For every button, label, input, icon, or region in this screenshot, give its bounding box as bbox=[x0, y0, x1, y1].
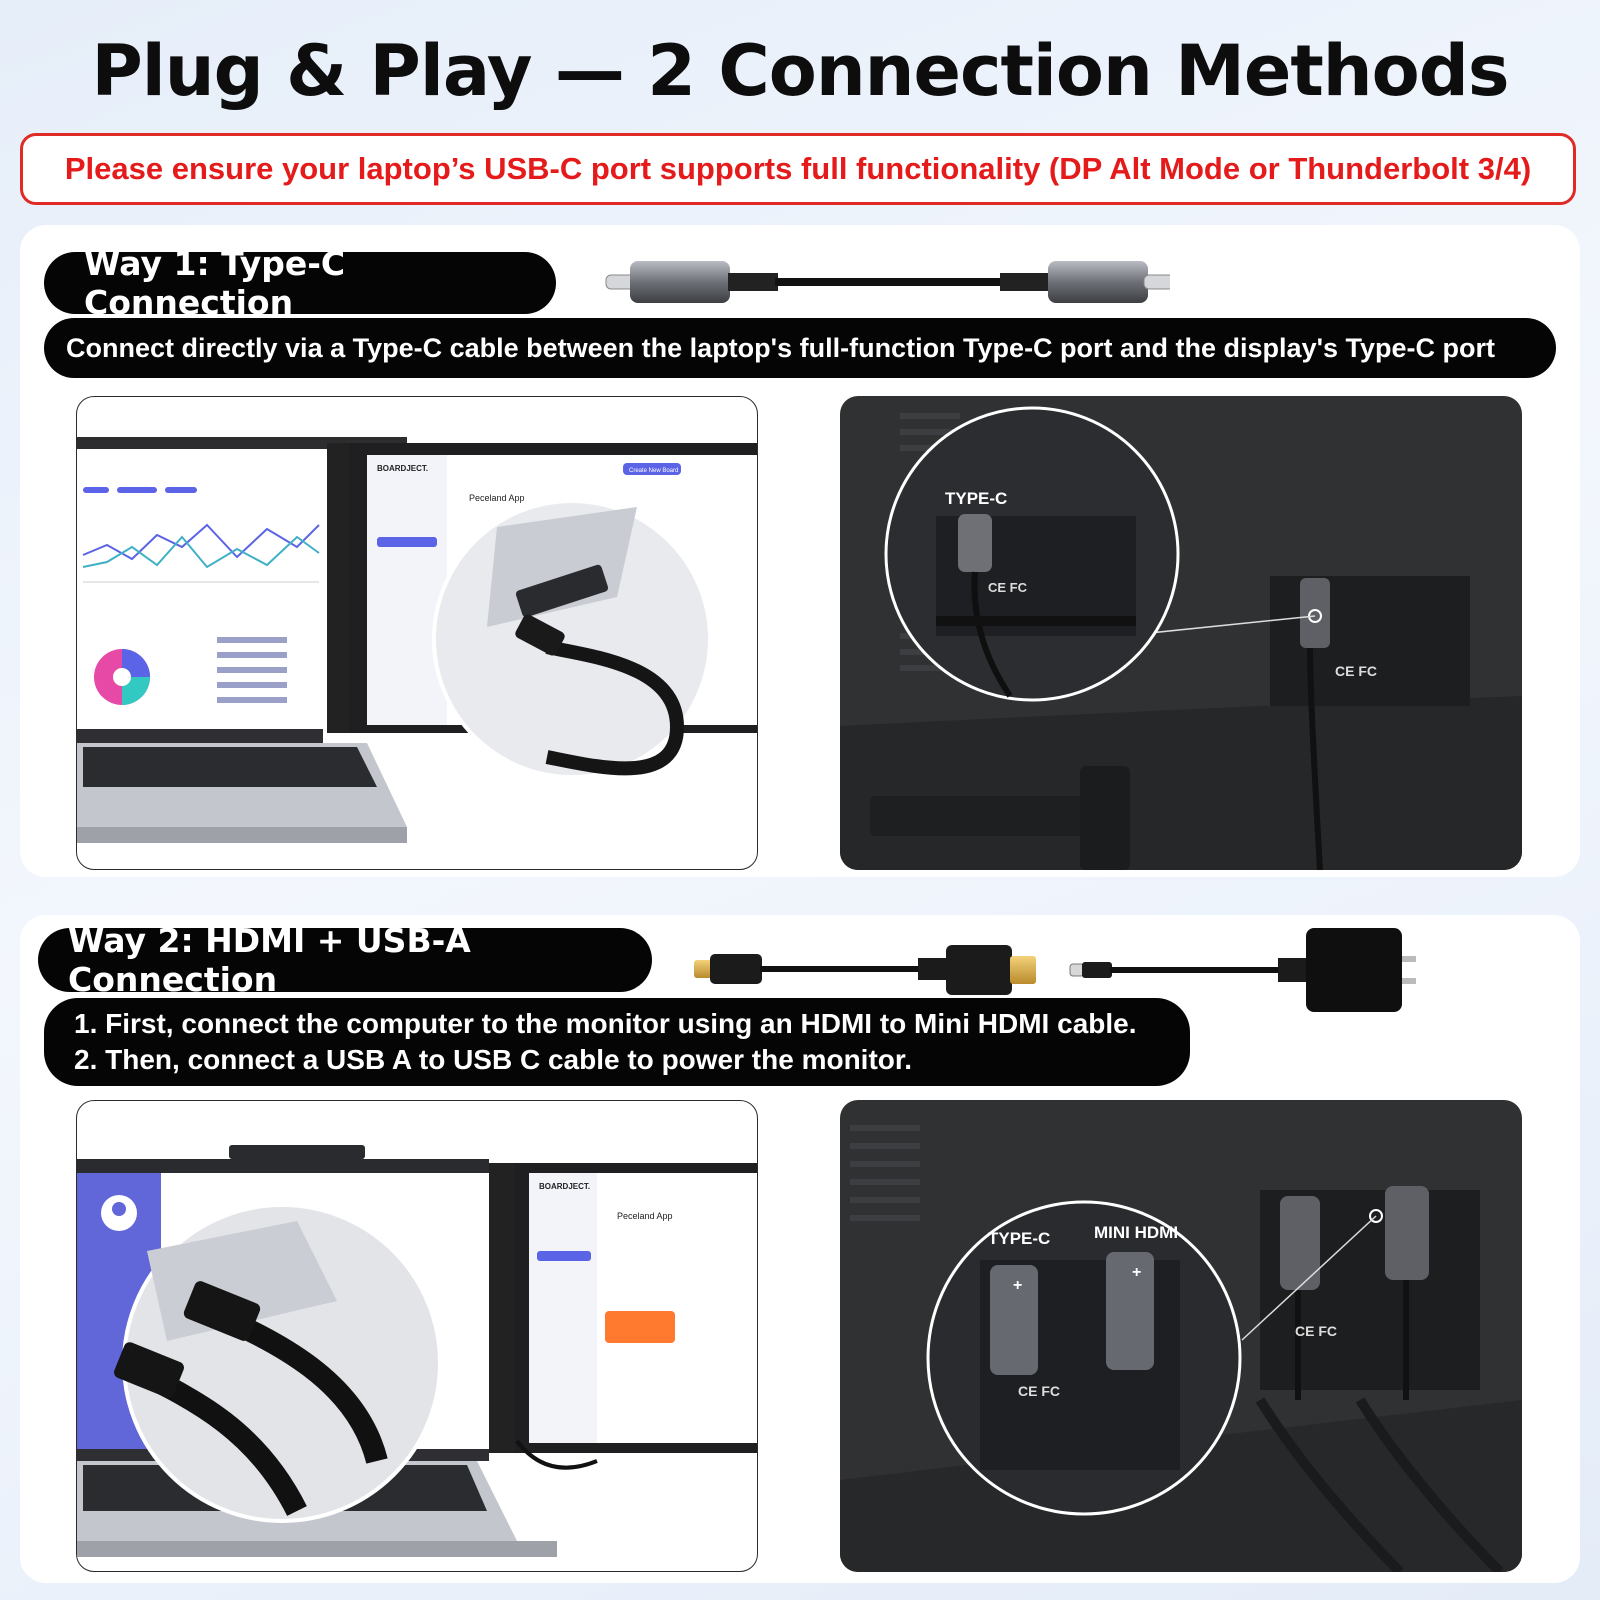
way2-description: 1. First, connect the computer to the mo… bbox=[44, 998, 1190, 1086]
way2-cert-marks: CE FC bbox=[1018, 1383, 1060, 1399]
svg-text:Peceland App: Peceland App bbox=[469, 493, 525, 503]
way2-ui-board: Peceland App bbox=[617, 1211, 673, 1221]
way1-heading-text: Way 1: Type-C Connection bbox=[84, 244, 346, 322]
way2-cert-marks-small: CE FC bbox=[1295, 1323, 1337, 1339]
way1-ui-board: Peceland App bbox=[469, 493, 525, 503]
way1-port-label: TYPE-C bbox=[945, 489, 1007, 508]
svg-text:+: + bbox=[1132, 1264, 1141, 1281]
svg-text:BOARDJECT.: BOARDJECT. bbox=[539, 1182, 590, 1191]
svg-text:Create New Board: Create New Board bbox=[629, 468, 678, 474]
way1-heading: Way 1: Type-C Connection bbox=[44, 244, 556, 322]
way1-laptop-photo: BOARDJECT. Peceland App Create New Board bbox=[76, 396, 758, 870]
way2-step-2: 2. Then, connect a USB A to USB C cable … bbox=[74, 1044, 913, 1075]
way1-ui-button: Create New Board bbox=[629, 468, 678, 474]
way2-laptop-photo: BOARDJECT. Peceland App bbox=[76, 1100, 758, 1572]
way2-port-label-2: MINI HDMI bbox=[1094, 1223, 1178, 1242]
compatibility-notice-text: Please ensure your laptop’s USB-C port s… bbox=[64, 151, 1532, 186]
way1-cert-marks-small: CE FC bbox=[1335, 663, 1377, 679]
way1-description-text: Connect directly via a Type-C cable betw… bbox=[66, 332, 1496, 363]
hdmi-usb-cables-illustration bbox=[694, 928, 1416, 1012]
svg-text:Peceland App: Peceland App bbox=[617, 1211, 673, 1221]
way1-port-photo: CE FC TYPE-C CE FC bbox=[840, 396, 1522, 870]
way1-description: Connect directly via a Type-C cable betw… bbox=[44, 318, 1556, 378]
svg-text:BOARDJECT.: BOARDJECT. bbox=[377, 464, 428, 473]
page-title: Plug & Play — 2 Connection Methods bbox=[91, 30, 1510, 112]
compatibility-notice: Please ensure your laptop’s USB-C port s… bbox=[20, 133, 1576, 205]
way2-port-label-1: TYPE-C bbox=[988, 1229, 1050, 1248]
way1-cert-marks: CE FC bbox=[988, 580, 1028, 595]
way2-step-1: 1. First, connect the computer to the mo… bbox=[74, 1008, 1137, 1039]
way2-port-photo: CE FC + + TYPE-C MINI HDMI CE FC bbox=[840, 1100, 1522, 1572]
way2-heading-text: Way 2: HDMI + USB-A Connection bbox=[68, 921, 471, 999]
way2-heading: Way 2: HDMI + USB-A Connection bbox=[38, 921, 652, 999]
way1-ui-brand: BOARDJECT. bbox=[377, 464, 428, 473]
svg-text:+: + bbox=[1013, 1277, 1022, 1294]
type-c-cable-illustration bbox=[605, 261, 1170, 303]
way2-ui-brand: BOARDJECT. bbox=[539, 1182, 590, 1191]
